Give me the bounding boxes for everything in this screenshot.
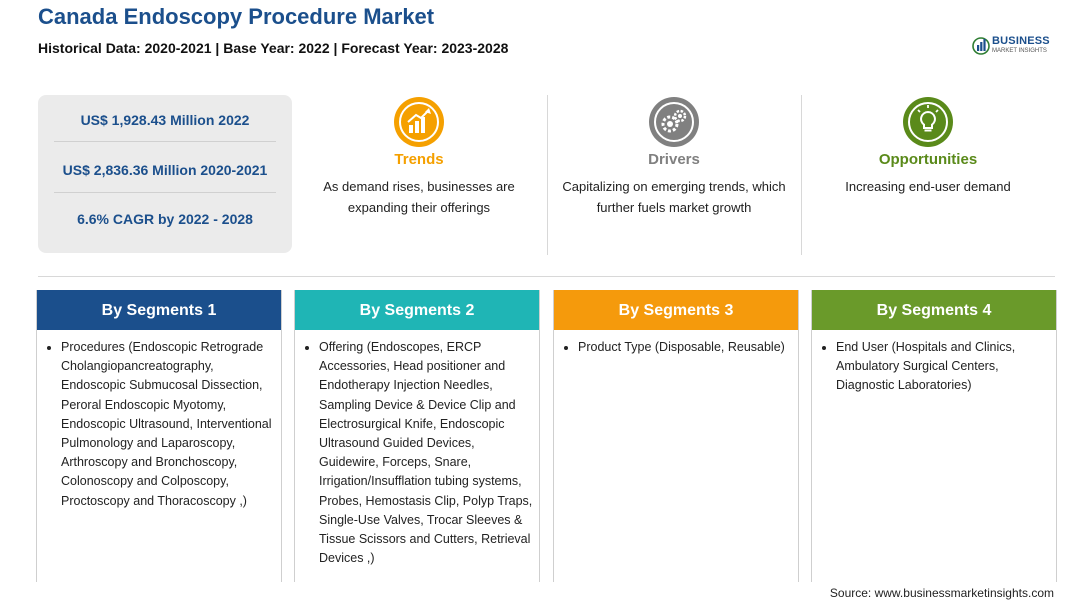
- logo-globe-icon: [972, 37, 990, 55]
- segment-header-1: By Segments 1: [37, 290, 281, 330]
- stat-cagr: 6.6% CAGR by 2022 - 2028: [77, 211, 253, 227]
- feature-title-drivers: Drivers: [648, 151, 700, 168]
- feature-opportunities: Opportunities Increasing end-user demand: [810, 95, 1046, 197]
- feature-desc-opportunities: Increasing end-user demand: [845, 179, 1011, 194]
- feature-desc-drivers: Capitalizing on emerging trends, which f…: [562, 179, 786, 215]
- key-stats-panel: US$ 1,928.43 Million 2022 US$ 2,836.36 M…: [38, 95, 292, 253]
- feature-desc-trends: As demand rises, businesses are expandin…: [323, 179, 515, 215]
- segment-header-2: By Segments 2: [295, 290, 539, 330]
- logo-text: BUSINESS: [992, 35, 1050, 47]
- stat-historical-value: US$ 2,836.36 Million 2020-2021: [62, 162, 268, 178]
- divider: [801, 95, 802, 255]
- divider: [54, 192, 276, 193]
- section-divider: [38, 276, 1055, 277]
- segment-list-3: Product Type (Disposable, Reusable): [554, 338, 798, 357]
- trend-chart-icon: [392, 95, 446, 149]
- source-note: Source: www.businessmarketinsights.com: [829, 586, 1054, 600]
- segment-card-1: By Segments 1 Procedures (Endoscopic Ret…: [36, 290, 282, 582]
- page-title: Canada Endoscopy Procedure Market: [38, 4, 435, 29]
- segment-item: Product Type (Disposable, Reusable): [578, 338, 796, 357]
- segment-list-2: Offering (Endoscopes, ERCP Accessories, …: [295, 338, 539, 568]
- divider: [547, 95, 548, 255]
- segment-header-4: By Segments 4: [812, 290, 1056, 330]
- brand-logo: BUSINESS MARKET INSIGHTS: [972, 33, 1062, 63]
- segment-card-2: By Segments 2 Offering (Endoscopes, ERCP…: [294, 290, 540, 582]
- segment-list-1: Procedures (Endoscopic Retrograde Cholan…: [37, 338, 281, 511]
- feature-title-trends: Trends: [394, 151, 444, 168]
- page-subtitle: Historical Data: 2020-2021 | Base Year: …: [38, 40, 509, 56]
- segment-card-3: By Segments 3 Product Type (Disposable, …: [553, 290, 799, 582]
- segment-header-3: By Segments 3: [554, 290, 798, 330]
- logo-subtext: MARKET INSIGHTS: [992, 48, 1047, 54]
- segment-list-4: End User (Hospitals and Clinics, Ambulat…: [812, 338, 1056, 396]
- divider: [54, 141, 276, 142]
- gears-icon: [647, 95, 701, 149]
- feature-drivers: Drivers Capitalizing on emerging trends,…: [556, 95, 792, 218]
- lightbulb-icon: [901, 95, 955, 149]
- segment-item: Offering (Endoscopes, ERCP Accessories, …: [319, 338, 537, 568]
- segment-card-4: By Segments 4 End User (Hospitals and Cl…: [811, 290, 1057, 582]
- feature-trends: Trends As demand rises, businesses are e…: [300, 95, 538, 218]
- segment-item: Procedures (Endoscopic Retrograde Cholan…: [61, 338, 279, 511]
- feature-title-opportunities: Opportunities: [878, 151, 978, 168]
- stat-market-size-2022: US$ 1,928.43 Million 2022: [80, 112, 250, 128]
- segment-item: End User (Hospitals and Clinics, Ambulat…: [836, 338, 1054, 396]
